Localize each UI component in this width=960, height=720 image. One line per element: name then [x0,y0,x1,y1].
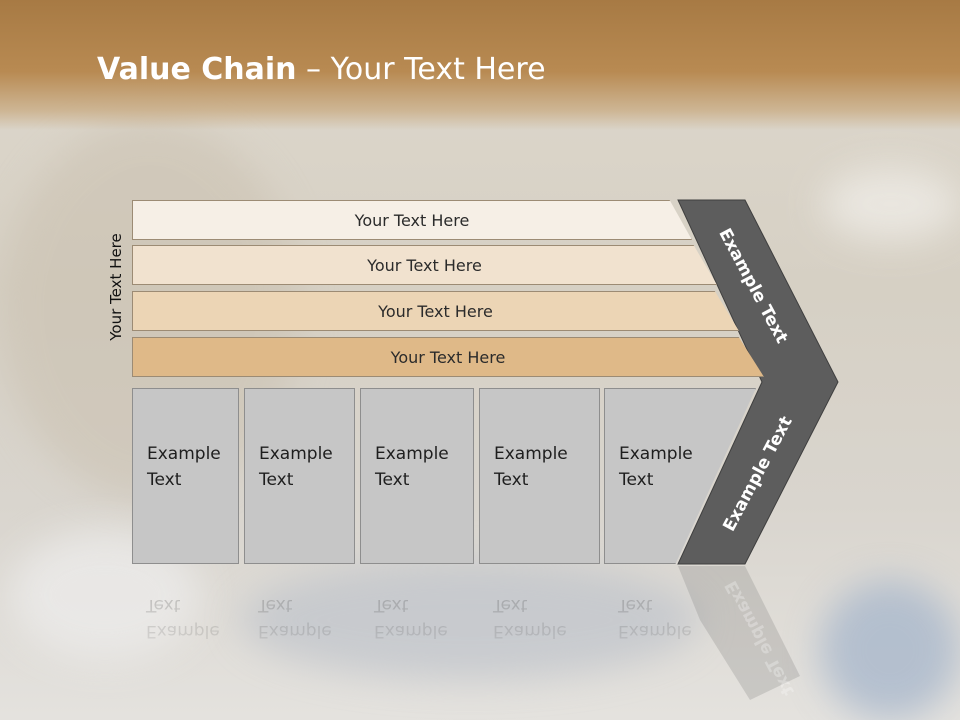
slide-title: Value Chain – Your Text Here [97,52,546,87]
support-row-2: Your Text Here [132,245,717,285]
reflection-line-1: Example [493,621,567,641]
support-row-label: Your Text Here [354,210,470,230]
reflection-line-1: Example [146,621,220,641]
activity-box-4-reflection: Example Text [479,566,600,696]
support-row-label: Your Text Here [378,301,493,321]
reflection-line-2: Text [374,595,409,615]
title-bold: Value Chain [97,52,297,87]
reflection-line-1: Example [374,621,448,641]
activity-line-1: Example [375,444,449,464]
support-row-3: Your Text Here [132,291,739,331]
activity-line-1: Example [619,444,693,464]
support-row-4: Your Text Here [132,337,764,377]
title-band [0,0,960,130]
reflection-line-2: Text [146,595,181,615]
support-row-label: Your Text Here [367,255,482,275]
activity-line-1: Example [494,444,568,464]
activity-box-2-reflection: Example Text [244,566,355,696]
reflection-line-1: Example [618,621,692,641]
support-row-label: Your Text Here [390,347,506,367]
reflection-line-2: Text [258,595,293,615]
activity-box-3-reflection: Example Text [360,566,474,696]
activity-line-2: Text [375,470,410,490]
activity-line-2: Text [147,470,182,490]
activity-line-2: Text [259,470,294,490]
reflection-line-1: Example [258,621,332,641]
background-cars-middle [240,560,700,680]
support-row-1: Your Text Here [132,200,692,240]
activity-line-2: Text [619,470,654,490]
chevron-reflection [678,566,800,700]
activity-box-1-reflection: Example Text [132,566,239,696]
title-rest: – Your Text Here [296,52,546,87]
chevron-shape [677,199,839,565]
reflection-line-2: Text [493,595,528,615]
background-sign [822,168,960,240]
activity-line-1: Example [147,444,221,464]
background-car-right [820,580,960,720]
activity-line-2: Text [494,470,529,490]
activity-line-1: Example [259,444,333,464]
